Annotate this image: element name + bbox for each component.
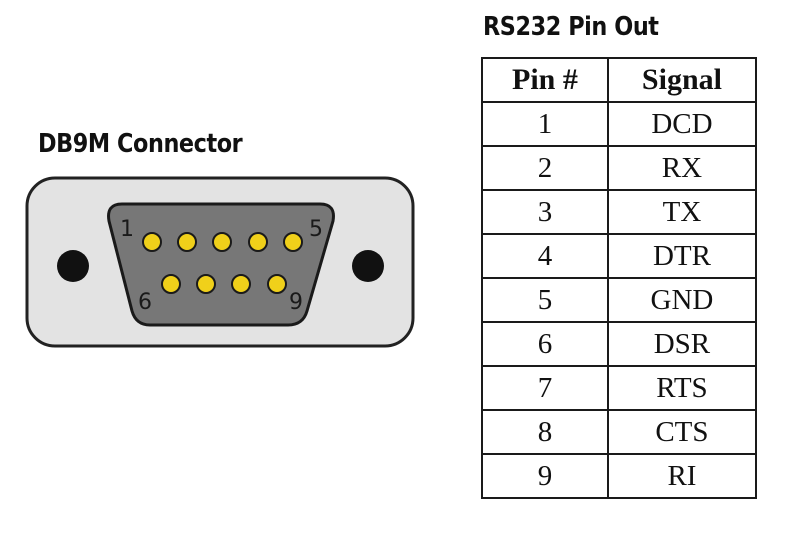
- pinout-header-row: Pin # Signal: [481, 57, 758, 103]
- pin-number-cell: 2: [481, 145, 609, 191]
- pin-number-cell: 6: [481, 321, 609, 367]
- pin-label-1: 1: [120, 217, 134, 242]
- signal-cell: RX: [606, 145, 758, 191]
- pin-1: [142, 232, 162, 252]
- pin-number-cell: 3: [481, 189, 609, 235]
- table-row: 1 DCD: [481, 101, 758, 147]
- table-row: 9 RI: [481, 453, 758, 499]
- pin-number-cell: 1: [481, 101, 609, 147]
- pin-3: [212, 232, 232, 252]
- pin-8: [231, 274, 251, 294]
- signal-cell: RI: [606, 453, 758, 499]
- pin-label-9: 9: [289, 290, 303, 315]
- signal-cell: DSR: [606, 321, 758, 367]
- table-row: 6 DSR: [481, 321, 758, 367]
- pin-4: [248, 232, 268, 252]
- pin-6: [161, 274, 181, 294]
- signal-cell: DCD: [606, 101, 758, 147]
- pin-7: [196, 274, 216, 294]
- pin-5: [283, 232, 303, 252]
- table-row: 7 RTS: [481, 365, 758, 411]
- signal-cell: CTS: [606, 409, 758, 455]
- pin-2: [177, 232, 197, 252]
- table-row: 8 CTS: [481, 409, 758, 455]
- header-signal: Signal: [606, 57, 758, 103]
- pin-number-cell: 8: [481, 409, 609, 455]
- pinout-table: Pin # Signal 1 DCD 2 RX 3 TX 4 DTR 5 GND…: [481, 57, 758, 499]
- pin-number-cell: 7: [481, 365, 609, 411]
- mount-hole-left: [57, 250, 89, 282]
- header-pin: Pin #: [481, 57, 609, 103]
- pinout-title: RS232 Pin Out: [483, 12, 659, 42]
- connector-housing: [107, 202, 335, 327]
- pin-number-cell: 9: [481, 453, 609, 499]
- signal-cell: GND: [606, 277, 758, 323]
- mount-hole-right: [352, 250, 384, 282]
- table-row: 3 TX: [481, 189, 758, 235]
- table-row: 4 DTR: [481, 233, 758, 279]
- pin-number-cell: 4: [481, 233, 609, 279]
- pin-number-cell: 5: [481, 277, 609, 323]
- signal-cell: TX: [606, 189, 758, 235]
- connector-title: DB9M Connector: [38, 129, 243, 159]
- table-row: 5 GND: [481, 277, 758, 323]
- pin-label-6: 6: [138, 290, 152, 315]
- signal-cell: DTR: [606, 233, 758, 279]
- pin-9: [267, 274, 287, 294]
- signal-cell: RTS: [606, 365, 758, 411]
- table-row: 2 RX: [481, 145, 758, 191]
- pin-label-5: 5: [309, 217, 323, 242]
